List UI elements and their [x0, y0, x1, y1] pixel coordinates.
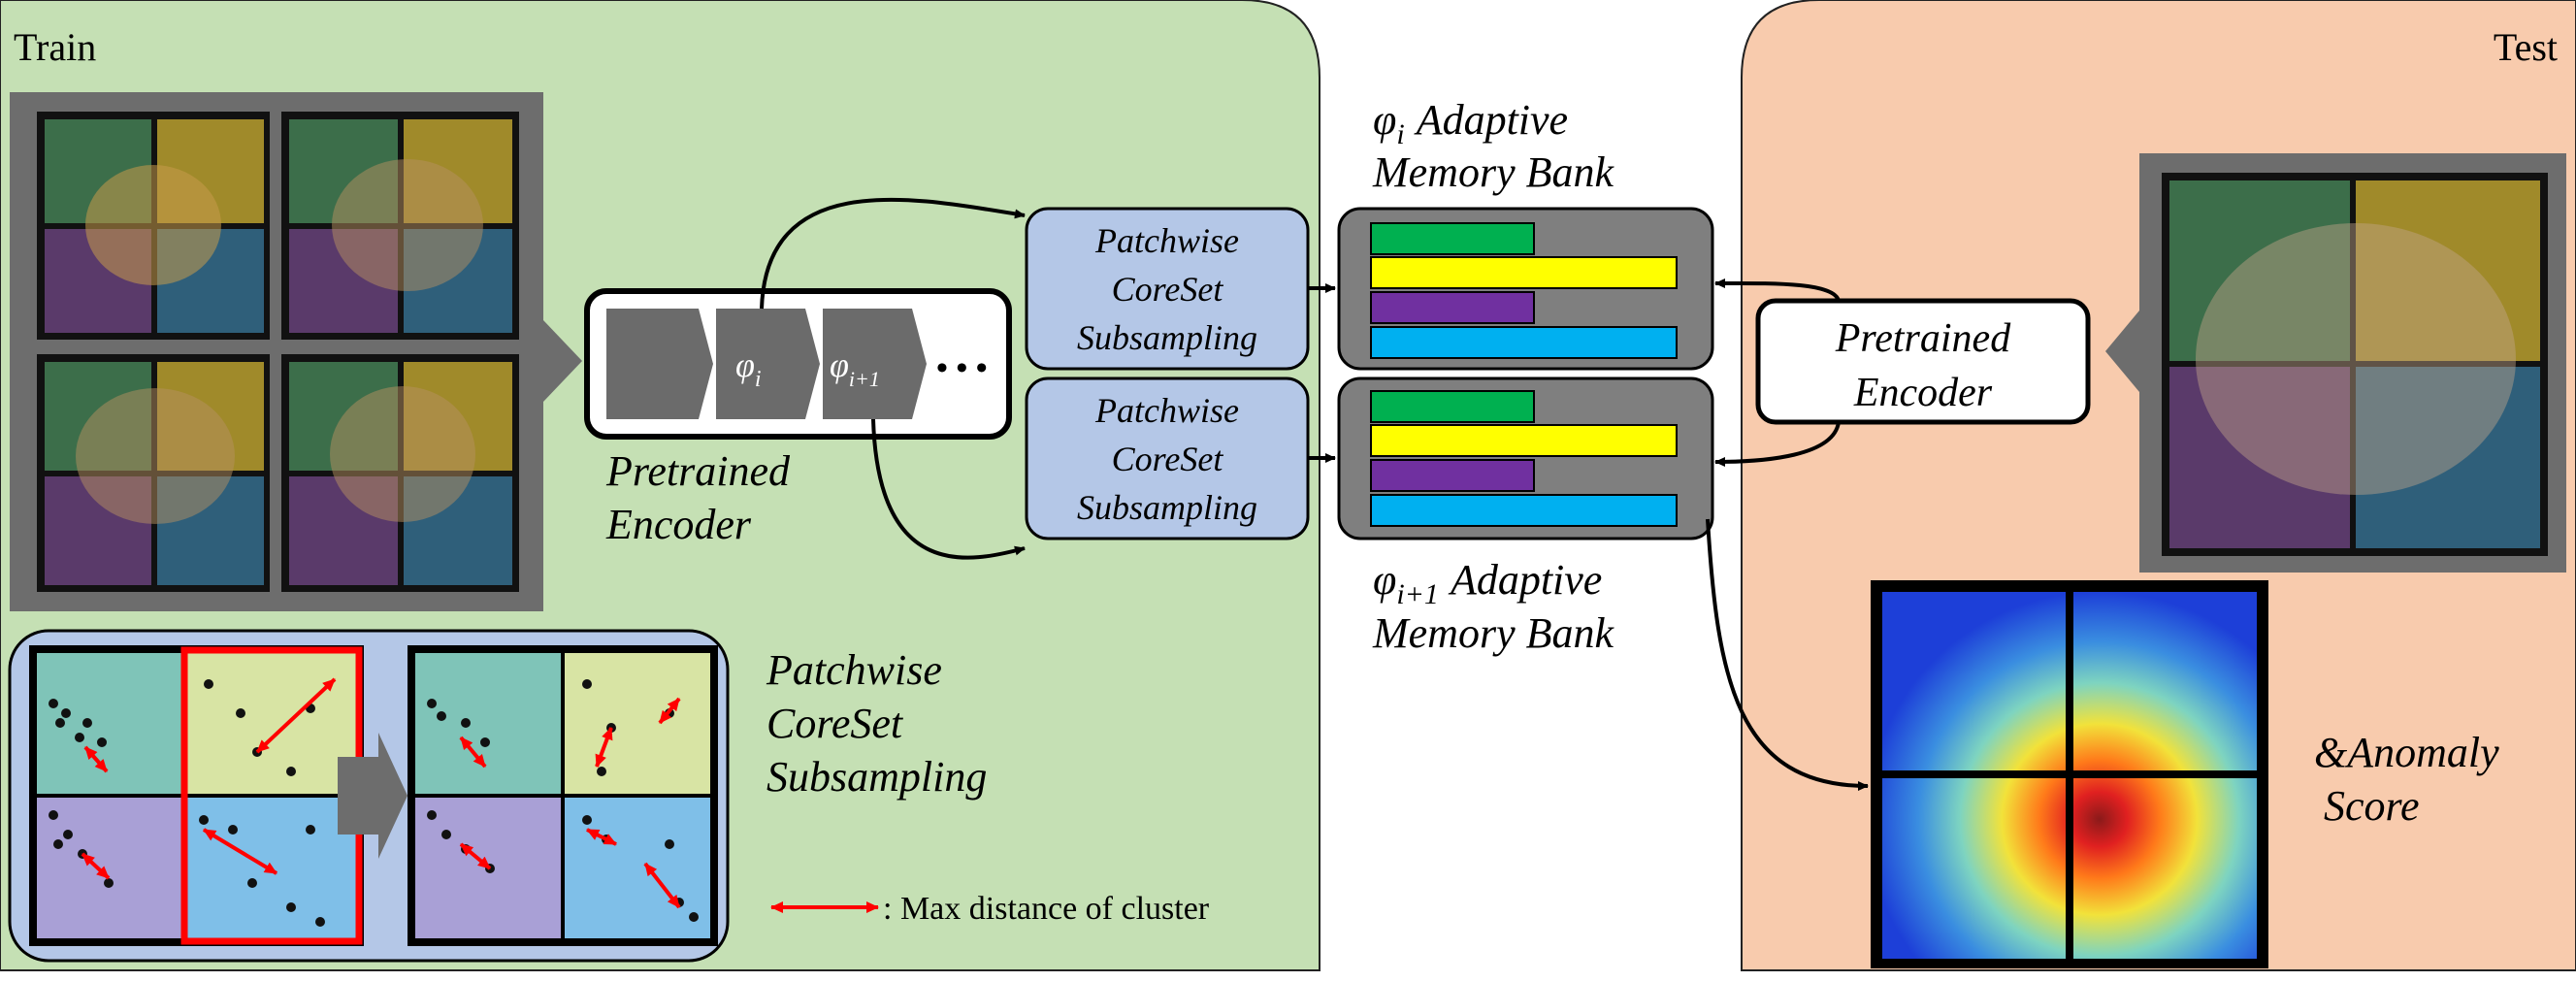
bank-i1-bar-blue: [1370, 494, 1678, 527]
test-encoder-line2: Encoder: [1853, 371, 1993, 415]
memory-bank-i1-title-line2: Memory Bank: [1372, 609, 1614, 657]
coreset-detail: Patchwise CoreSet Subsampling : Max dist…: [8, 629, 1210, 963]
arrow-test-encoder-to-bank-i: [1714, 278, 1841, 302]
test-encoder-line1: Pretrained: [1835, 316, 2011, 361]
pretrained-encoder-label-line1: Pretrained: [605, 447, 791, 495]
pretrained-encoder-train: φi φi+1 • • • Pretrained Encoder: [584, 288, 1012, 548]
train-sample-4: [281, 354, 519, 592]
arrow-bank-to-anomaly-map: [1706, 518, 1869, 791]
encoder-layer-i-label: φi: [735, 345, 762, 392]
coreset-box-2-line3: Subsampling: [1077, 488, 1257, 527]
train-sample-2: [281, 112, 519, 340]
train-sample-1: [37, 112, 270, 340]
coreset-box-1: Patchwise CoreSet Subsampling: [1025, 207, 1310, 371]
test-image: [2105, 153, 2566, 573]
coreset-transform-arrow: [338, 733, 408, 859]
bank-i-bar-green: [1370, 222, 1535, 255]
bank-i-bar-yellow: [1370, 256, 1678, 289]
arrow-phi-i1-to-coreset: [871, 418, 1026, 560]
train-set-pointer: [543, 320, 582, 402]
coreset-box-1-line1: Patchwise: [1094, 221, 1239, 260]
pretrained-encoder-label-line2: Encoder: [605, 501, 752, 548]
coreset-detail-title-line1: Patchwise: [766, 646, 942, 694]
encoder-ellipsis: • • •: [936, 350, 988, 386]
bank-i1-bar-purple: [1370, 459, 1535, 492]
encoder-layer-1: [606, 309, 713, 419]
arrow-phi-i-to-coreset: [760, 197, 1026, 310]
memory-bank-i-title-line2: Memory Bank: [1372, 148, 1614, 196]
arrow-test-encoder-to-bank-i1: [1714, 421, 1841, 467]
bank-i-bar-purple: [1370, 291, 1535, 324]
encoder-layer-i1: [823, 309, 927, 419]
anomaly-score-line2: Score: [2324, 782, 2420, 830]
coreset-detail-title-line2: CoreSet: [766, 700, 904, 747]
coreset-before-grid: [29, 645, 364, 946]
train-panel: Train: [0, 0, 1321, 971]
test-label: Test: [2494, 25, 2558, 69]
test-panel: Test Pretrained Encoder &Anomaly Score: [1741, 0, 2576, 971]
anomaly-heatmap: [1871, 580, 2268, 968]
legend-text: : Max distance of cluster: [883, 891, 1210, 927]
coreset-box-1-line3: Subsampling: [1077, 318, 1257, 357]
coreset-after-grid: [408, 645, 718, 946]
bank-i1-bar-yellow: [1370, 424, 1678, 457]
coreset-box-1-line2: CoreSet: [1112, 270, 1224, 309]
coreset-box-2-line1: Patchwise: [1094, 391, 1239, 430]
encoder-layer-i: [716, 309, 820, 419]
pretrained-encoder-test: Pretrained Encoder: [1755, 298, 2091, 425]
coreset-box-2: Patchwise CoreSet Subsampling: [1025, 376, 1310, 540]
encoder-layer-i1-label: φi+1: [830, 345, 880, 391]
coreset-box-2-line2: CoreSet: [1112, 440, 1224, 478]
test-image-pointer: [2105, 311, 2139, 392]
train-sample-3: [37, 354, 270, 592]
bank-i1-bar-green: [1370, 390, 1535, 423]
coreset-detail-title-line3: Subsampling: [766, 753, 987, 801]
train-image-set: [10, 92, 582, 611]
train-label: Train: [14, 25, 96, 69]
bank-i-bar-blue: [1370, 326, 1678, 359]
anomaly-score-line1: &Anomaly: [2314, 729, 2499, 776]
